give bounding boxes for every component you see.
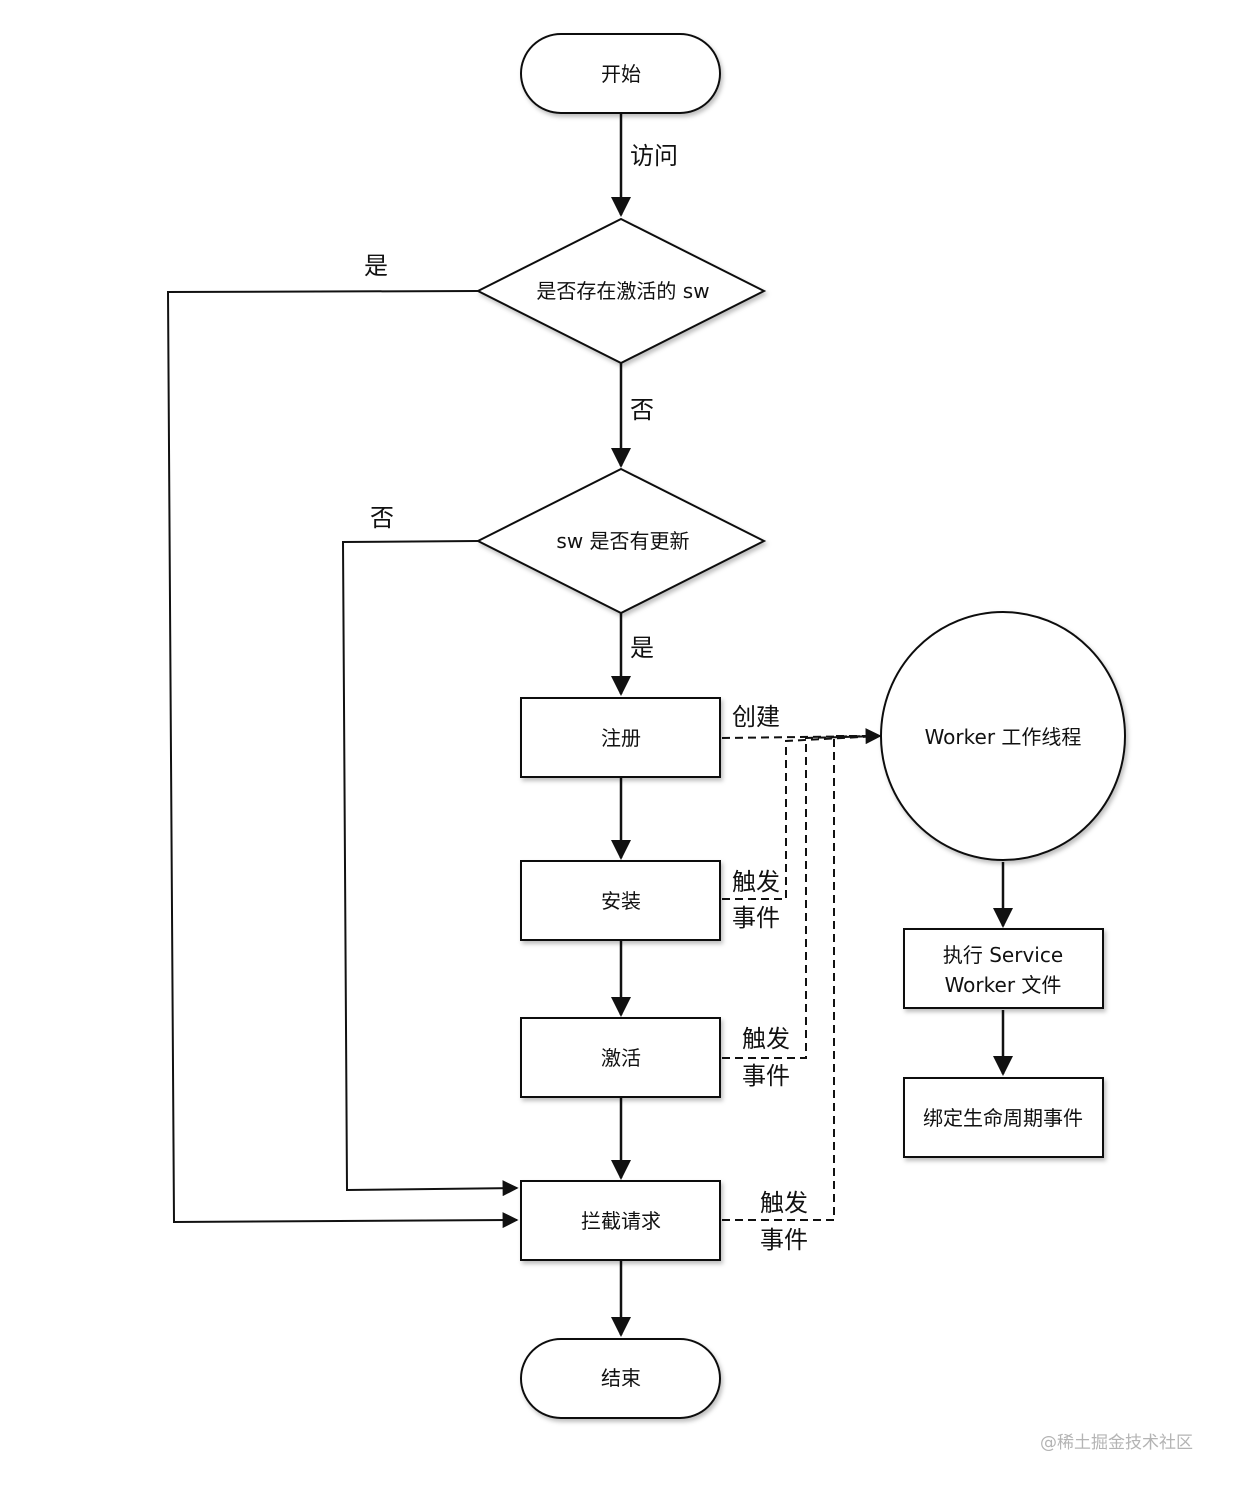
decision-active-sw: [475, 217, 767, 365]
edge-label-trigger-activate-2: 事件: [742, 1062, 790, 1090]
edge-label-visit: 访问: [630, 142, 678, 170]
start-label: 开始: [601, 62, 641, 86]
watermark: @稀土掘金技术社区: [1040, 1433, 1193, 1453]
end-label: 结束: [601, 1366, 641, 1390]
start-terminal: [520, 33, 721, 114]
worker-circle: [880, 611, 1126, 861]
activate-label: 激活: [601, 1046, 641, 1070]
decision-sw-update: [475, 467, 767, 615]
intercept-box: [520, 1180, 721, 1261]
edge-label-no-active: 否: [630, 396, 654, 424]
edge-label-trigger-intercept-1: 触发: [760, 1189, 808, 1217]
intercept-label: 拦截请求: [581, 1209, 661, 1233]
edge-label-yes-active: 是: [364, 252, 388, 280]
register-label: 注册: [601, 726, 641, 750]
decision-update-label: sw 是否有更新: [556, 529, 689, 553]
edge-label-trigger-activate-1: 触发: [742, 1025, 790, 1053]
bind-label: 绑定生命周期事件: [923, 1106, 1083, 1130]
edge-label-trigger-install-1: 触发: [732, 868, 780, 896]
install-label: 安装: [601, 889, 641, 913]
decision-active-label: 是否存在激活的 sw: [536, 279, 709, 303]
edge-activate-trigger: [722, 735, 881, 1059]
edge-active-yes-to-intercept: [166, 290, 519, 1229]
edge-label-trigger-intercept-2: 事件: [760, 1226, 808, 1254]
edge-label-create: 创建: [732, 703, 780, 731]
bind-box: [903, 1077, 1104, 1158]
edge-intercept-trigger: [722, 735, 880, 1221]
execute-label-line2: Worker 文件: [945, 973, 1062, 997]
register-box: [520, 697, 721, 778]
execute-label-line1: 执行 Service: [943, 943, 1063, 967]
edge-label-trigger-install-2: 事件: [732, 904, 780, 932]
install-box: [520, 860, 721, 941]
edge-label-no-update: 否: [370, 504, 394, 532]
edge-label-yes-update: 是: [630, 634, 654, 662]
activate-box: [520, 1017, 721, 1098]
edge-install-trigger: [722, 735, 881, 900]
edge-update-no-to-intercept: [341, 540, 519, 1197]
end-terminal: [520, 1338, 721, 1419]
worker-label: Worker 工作线程: [925, 725, 1082, 749]
execute-box: [903, 928, 1104, 1009]
